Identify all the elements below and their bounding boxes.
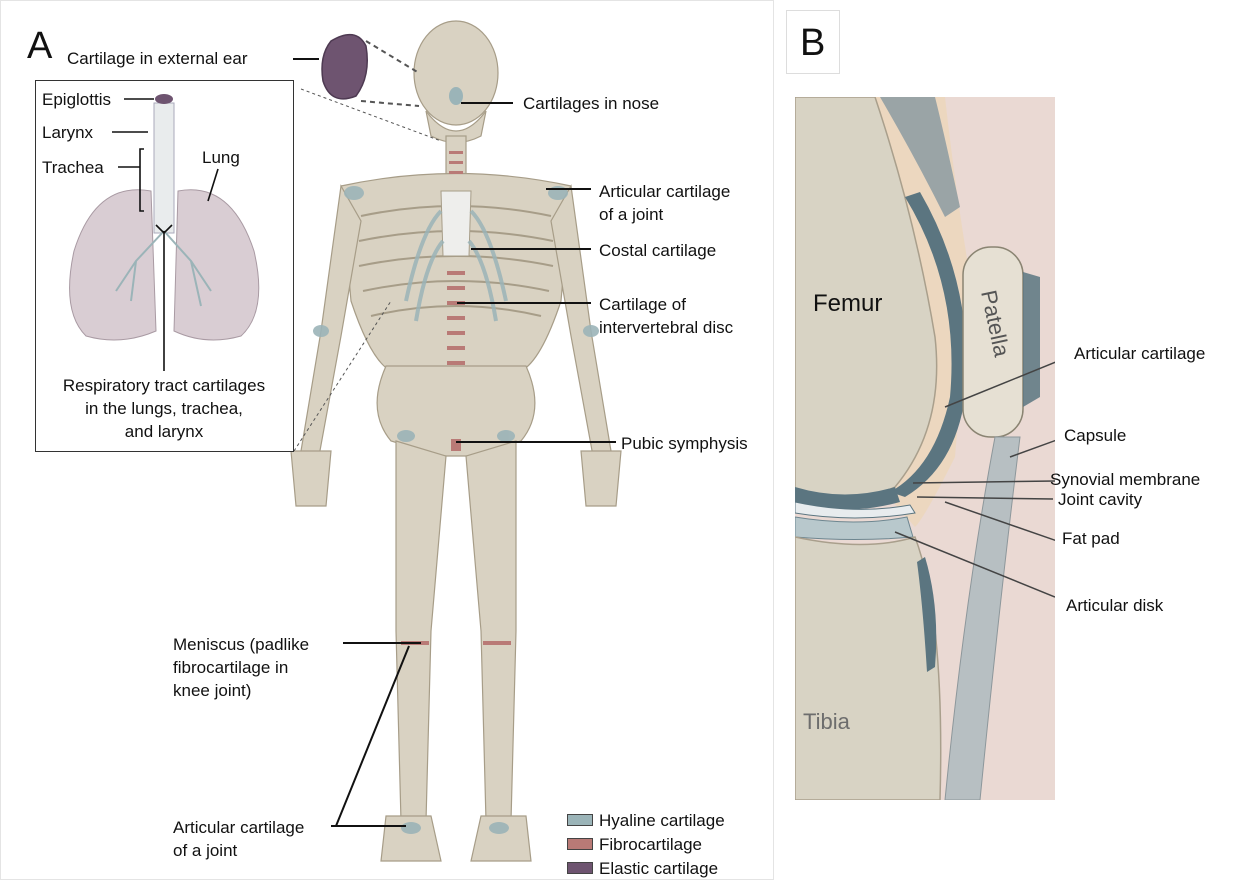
label-external-ear: Cartilage in external ear [67, 48, 247, 69]
legend-label-hyaline: Hyaline cartilage [599, 810, 725, 831]
legend-item-hyaline: Hyaline cartilage [567, 809, 725, 831]
inset-label-trachea: Trachea [42, 157, 104, 178]
label-b-synovial-membrane: Synovial membrane [1050, 469, 1200, 490]
legend-swatch-hyaline [567, 814, 593, 826]
legend-swatch-fibro [567, 838, 593, 850]
label-b-articular-cartilage: Articular cartilage [1074, 343, 1205, 364]
label-pubic-symphysis: Pubic symphysis [621, 433, 748, 454]
label-intervertebral-line1: Cartilage of [599, 294, 686, 315]
inset-caption-line1: Respiratory tract cartilages [36, 375, 292, 396]
label-articular-cartilage-lower-line2: of a joint [173, 840, 237, 861]
inset-caption-line2: in the lungs, trachea, [36, 398, 292, 419]
inset-caption-line3: and larynx [36, 421, 292, 442]
legend-label-fibro: Fibrocartilage [599, 834, 702, 855]
label-costal-cartilage: Costal cartilage [599, 240, 716, 261]
label-meniscus-line3: knee joint) [173, 680, 251, 701]
label-b-joint-cavity: Joint cavity [1058, 489, 1142, 510]
legend-swatch-elastic [567, 862, 593, 874]
label-meniscus-line2: fibrocartilage in [173, 657, 288, 678]
bone-label-femur: Femur [813, 290, 882, 317]
label-articular-cartilage-upper-line1: Articular cartilage [599, 181, 730, 202]
inset-label-lung: Lung [202, 147, 240, 168]
panel-a: A [0, 0, 774, 880]
label-b-fat-pad: Fat pad [1062, 528, 1120, 549]
label-meniscus-line1: Meniscus (padlike [173, 634, 309, 655]
legend-item-elastic: Elastic cartilage [567, 857, 718, 879]
label-articular-cartilage-lower-line1: Articular cartilage [173, 817, 304, 838]
knee-joint-illustration: Femur Patella Tibia [795, 97, 1055, 800]
inset-label-epiglottis: Epiglottis [42, 89, 111, 110]
panel-b-letter: B [800, 24, 825, 62]
panel-b-letter-box: B [786, 10, 840, 74]
respiratory-inset: Epiglottis Larynx Trachea Lung Respirato… [35, 80, 294, 452]
label-b-capsule: Capsule [1064, 425, 1126, 446]
inset-label-larynx: Larynx [42, 122, 93, 143]
legend-item-fibro: Fibrocartilage [567, 833, 702, 855]
label-intervertebral-line2: intervertebral disc [599, 317, 733, 338]
legend-label-elastic: Elastic cartilage [599, 858, 718, 879]
label-nose-cartilages: Cartilages in nose [523, 93, 659, 114]
label-b-articular-disk: Articular disk [1066, 595, 1163, 616]
label-articular-cartilage-upper-line2: of a joint [599, 204, 663, 225]
bone-label-tibia: Tibia [803, 709, 851, 734]
